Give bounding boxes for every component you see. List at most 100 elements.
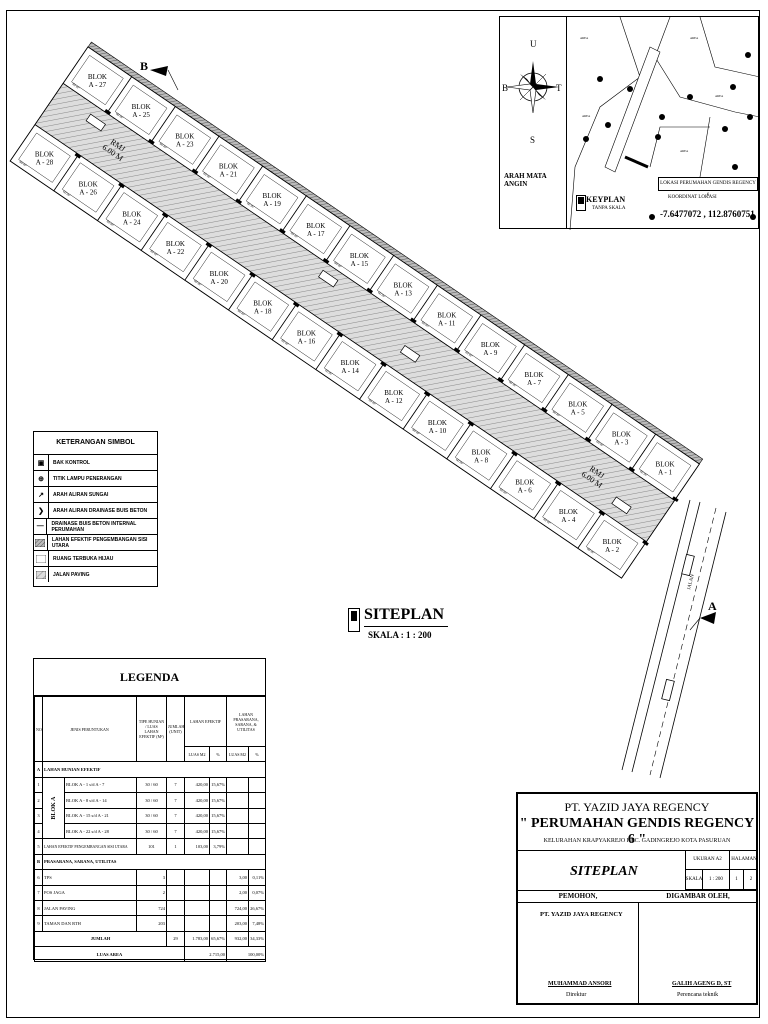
- open-space-icon: [34, 551, 49, 566]
- svg-text:AREA: AREA: [715, 94, 724, 98]
- svg-text:60 m²: 60 m²: [290, 231, 299, 239]
- svg-text:A: A: [708, 599, 717, 613]
- compass-title: ARAH MATA ANGIN: [504, 172, 547, 188]
- project-address: KELURAHAN KRAPYAKREJO KEC. GADINGREJO KO…: [543, 838, 731, 844]
- side-road: [621, 499, 727, 779]
- svg-text:60 m²: 60 m²: [377, 291, 386, 299]
- legend-title: LEGENDA: [34, 659, 265, 696]
- car-icon: [399, 345, 421, 363]
- svg-text:60 m²: 60 m²: [508, 380, 517, 388]
- title-block: PT. YAZID JAYA REGENCY " PERUMAHAN GENDI…: [516, 792, 758, 1005]
- svg-text:AREA: AREA: [582, 114, 591, 118]
- hatch-dense-icon: [34, 535, 48, 550]
- car-icon: [85, 113, 106, 132]
- river-flow-icon: ↗: [34, 487, 49, 502]
- svg-text:60 m²: 60 m²: [595, 440, 604, 448]
- symbol-row: JALAN PAVING: [34, 567, 157, 582]
- symbol-row: ⊕TITIK LAMPU PENERANGAN: [34, 471, 157, 487]
- svg-text:B: B: [502, 83, 508, 93]
- drainage-line-icon: —: [34, 519, 48, 534]
- svg-text:60 m²: 60 m²: [333, 261, 342, 269]
- applicant-company: PT. YAZID JAYA REGENCY: [540, 911, 623, 918]
- svg-text:60 m²: 60 m²: [543, 517, 552, 525]
- company-name: PT. YAZID JAYA REGENCY: [564, 800, 710, 814]
- control-box-icon: ▣: [34, 455, 49, 470]
- paving-icon: [34, 567, 49, 582]
- signer-name: MUHAMMAD ANSORI: [548, 981, 612, 987]
- svg-text:60 m²: 60 m²: [202, 171, 211, 179]
- location-label: LOKASI PERUMAHAN GENDIS REGENCY 6: [658, 177, 758, 198]
- section-marker-b: B: [140, 59, 179, 91]
- project-name: " PERUMAHAN GENDIS REGENCY 6 ": [519, 816, 755, 847]
- compass-panel: U S B T ARAH MATA ANGIN: [500, 17, 567, 228]
- svg-text:60 m²: 60 m²: [159, 142, 168, 150]
- coordinate-label: KOORDINAT LOKASI: [668, 195, 717, 200]
- svg-text:60 m²: 60 m²: [464, 350, 473, 358]
- svg-text:60 m²: 60 m²: [368, 398, 377, 406]
- svg-text:AREA: AREA: [690, 36, 699, 40]
- svg-text:60 m²: 60 m²: [499, 487, 508, 495]
- car-icon: [611, 496, 632, 515]
- sheet-info: UKURAN A2 HALAMAN SKALA 1 : 200 1 2: [685, 850, 758, 890]
- svg-text:60 m²: 60 m²: [193, 279, 202, 287]
- drawn-by-label: DIGAMBAR OLEH,: [666, 892, 730, 900]
- symbol-row: LAHAN EFEKTIF PENGEMBANGAN SISI UTARA: [34, 535, 157, 551]
- keyplan-icon: [576, 195, 586, 211]
- svg-text:60 m²: 60 m²: [586, 547, 595, 555]
- svg-text:B: B: [140, 59, 148, 73]
- designer-name: GALIH AGENG D, ST: [672, 981, 732, 987]
- keyplan-map: AREA AREA AREA AREA AREA: [569, 17, 760, 230]
- svg-text:60 m²: 60 m²: [281, 338, 290, 346]
- applicant-label: PEMOHON,: [558, 892, 598, 900]
- svg-text:60 m²: 60 m²: [106, 219, 115, 227]
- svg-text:U: U: [530, 39, 537, 49]
- drain-flow-icon: ❯: [34, 503, 49, 518]
- side-road-label: JALAN: [687, 574, 696, 591]
- keyplan-title: KEYPLAN: [586, 195, 626, 204]
- svg-text:60 m²: 60 m²: [62, 190, 71, 198]
- drawing-name: SITEPLAN: [570, 864, 638, 879]
- svg-text:60 m²: 60 m²: [455, 458, 464, 466]
- svg-text:60 m²: 60 m²: [324, 368, 333, 376]
- svg-text:60 m²: 60 m²: [115, 112, 124, 120]
- svg-text:60 m²: 60 m²: [421, 320, 430, 328]
- keyplan-panel: U S B T ARAH MATA ANGIN AREA AREA AREA A…: [499, 16, 760, 230]
- compass-rose-icon: U S B T: [502, 39, 562, 145]
- section-marker-a: A: [689, 599, 717, 631]
